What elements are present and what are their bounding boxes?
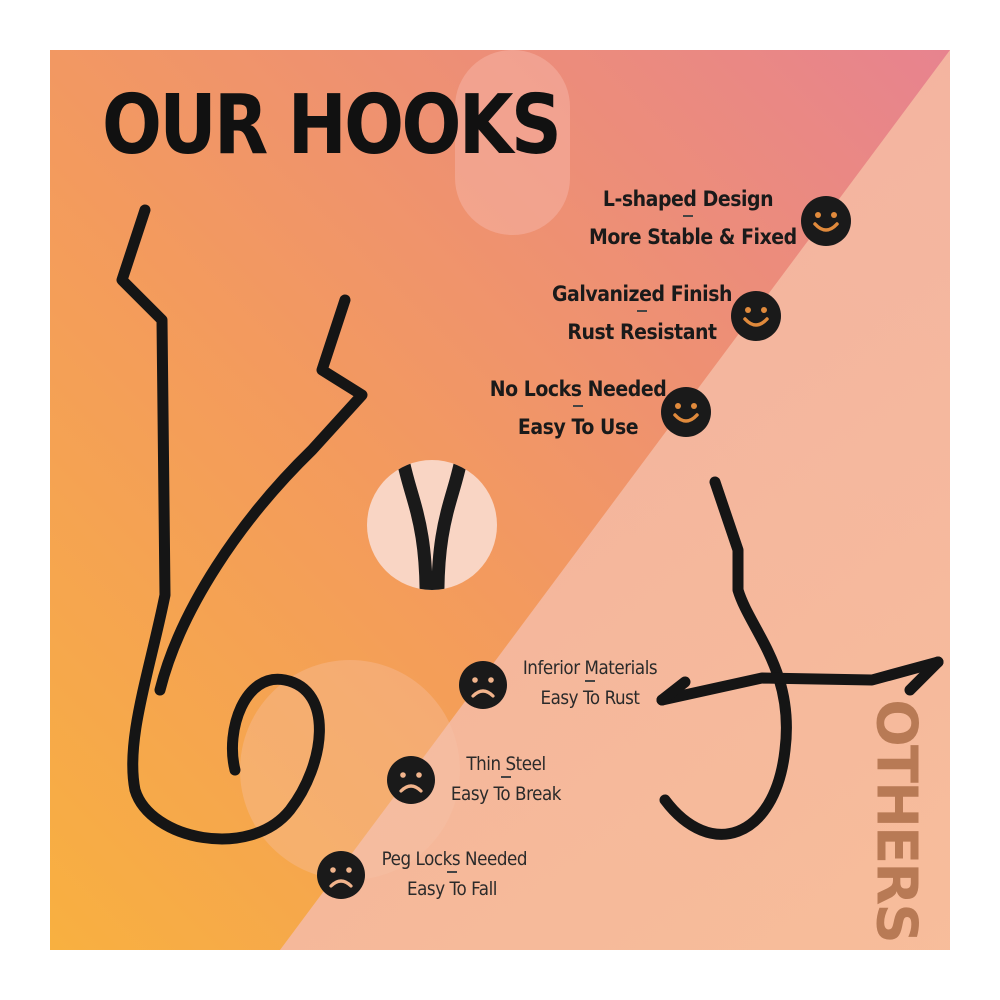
detail-magnifier: [367, 460, 497, 590]
feature-benefit: Easy To Use: [517, 415, 639, 439]
dash-separator: [683, 215, 693, 221]
drawback-thin-steel: Thin Steel Easy To Break: [436, 753, 576, 805]
our-hook-graphic: [116, 204, 368, 845]
feature-title: L-shaped Design: [602, 187, 774, 211]
smile-icon: [661, 387, 711, 437]
dash-separator: [447, 871, 457, 877]
others-text: OTHERS: [863, 698, 929, 942]
drawback-result: Easy To Fall: [406, 878, 497, 900]
drawback-materials: Inferior Materials Easy To Rust: [510, 657, 670, 709]
feature-galvanized: Galvanized Finish Rust Resistant: [532, 282, 752, 344]
smile-icon: [731, 291, 781, 341]
dash-separator: [573, 405, 583, 411]
feature-stable: L-shaped Design More Stable & Fixed: [578, 187, 798, 249]
drawback-result: Easy To Rust: [540, 687, 640, 709]
drawback-result: Easy To Break: [450, 783, 562, 805]
others-hook-graphic: [656, 476, 944, 840]
feature-benefit: Rust Resistant: [567, 320, 717, 344]
dash-separator: [501, 776, 511, 782]
feature-no-locks: No Locks Needed Easy To Use: [468, 377, 688, 439]
feature-benefit: More Stable & Fixed: [589, 225, 797, 249]
feature-title: Galvanized Finish: [551, 282, 733, 306]
dash-separator: [585, 680, 595, 686]
others-label: OTHERS: [846, 699, 946, 941]
background-graphic: [50, 50, 950, 950]
smile-icon: [801, 196, 851, 246]
dash-separator: [637, 310, 647, 316]
frown-icon: [317, 851, 365, 899]
product-infographic: OUR HOOKS L-shaped Design More Stable & …: [50, 50, 950, 950]
drawback-title: Peg Locks Needed: [381, 848, 528, 870]
frown-icon: [459, 661, 507, 709]
frown-icon: [387, 756, 435, 804]
drawback-title: Inferior Materials: [522, 657, 658, 679]
feature-title: No Locks Needed: [489, 377, 667, 401]
page-title: OUR HOOKS: [102, 78, 562, 173]
drawback-title: Thin Steel: [466, 753, 546, 775]
drawback-peg-locks: Peg Locks Needed Easy To Fall: [372, 848, 532, 900]
